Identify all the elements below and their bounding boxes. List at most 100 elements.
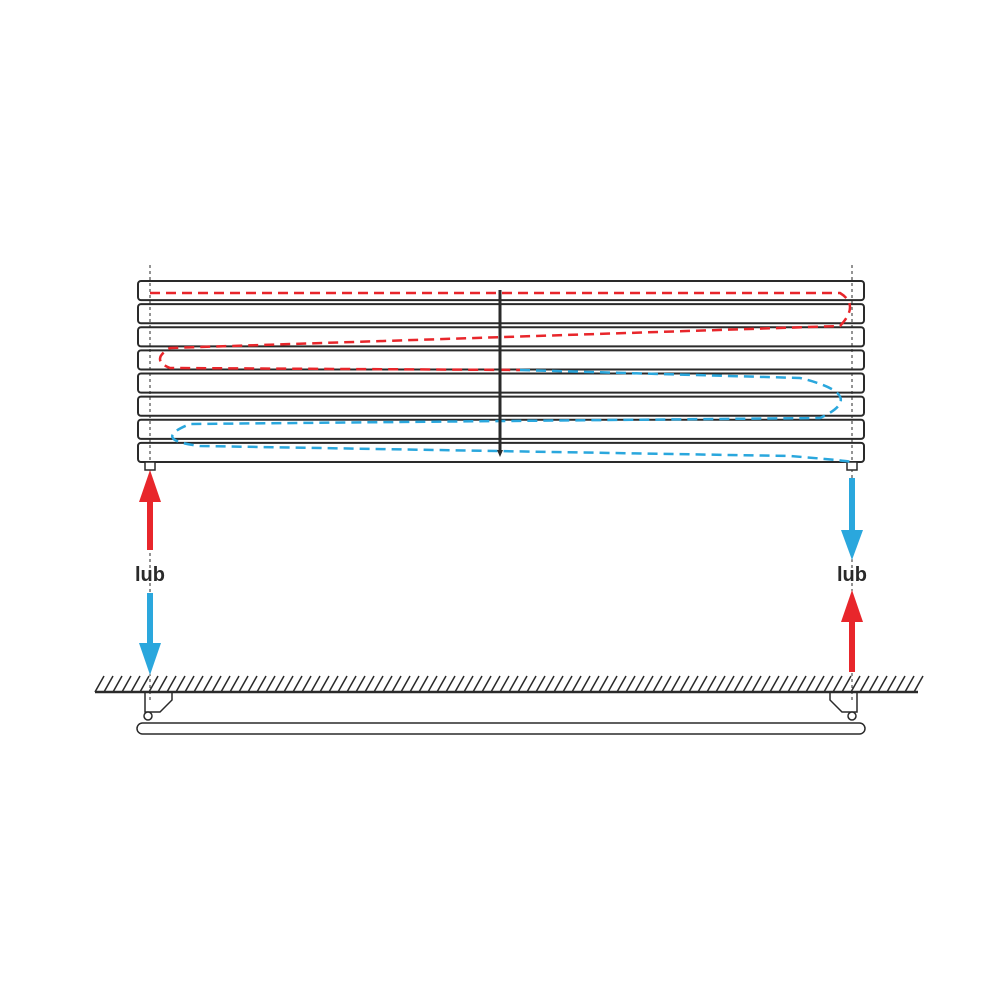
hatch-line <box>409 675 420 693</box>
hatch-line <box>895 675 906 693</box>
hatch-line <box>850 675 861 693</box>
hatch-line <box>328 675 339 693</box>
hatch-line <box>679 675 690 693</box>
hatch-line <box>616 675 627 693</box>
floor <box>94 675 924 694</box>
radiator-tubes <box>137 280 865 463</box>
hatch-line <box>166 675 177 693</box>
down-arrow-icon <box>841 530 863 560</box>
hatch-line <box>283 675 294 693</box>
hatch-line <box>319 675 330 693</box>
left-connector <box>144 461 156 471</box>
up-arrow-icon <box>841 590 863 622</box>
hatch-line <box>247 675 258 693</box>
hatch-line <box>472 675 483 693</box>
hatch-line <box>706 675 717 693</box>
hatch-line <box>220 675 231 693</box>
hatch-line <box>661 675 672 693</box>
hatch-line <box>535 675 546 693</box>
hatch-line <box>787 675 798 693</box>
hatch-line <box>148 675 159 693</box>
hatch-line <box>652 675 663 693</box>
hatch-line <box>553 675 564 693</box>
hatch-line <box>598 675 609 693</box>
hot-flow-path <box>150 291 852 372</box>
hatch-line <box>211 675 222 693</box>
hatch-line <box>355 675 366 693</box>
hatch-line <box>868 675 879 693</box>
hatch-line <box>841 675 852 693</box>
hatch-line <box>193 675 204 693</box>
hatch-line <box>499 675 510 693</box>
hatch-line <box>625 675 636 693</box>
hatch-line <box>463 675 474 693</box>
hatch-line <box>256 675 267 693</box>
hatch-line <box>769 675 780 693</box>
left-down-arrow <box>139 593 161 675</box>
hatch-line <box>265 675 276 693</box>
hatch-line <box>589 675 600 693</box>
right-lub-label: lub <box>837 564 867 586</box>
wall-bracket <box>136 692 866 735</box>
right-bolt-icon <box>847 711 857 721</box>
right-down-arrow <box>841 478 863 560</box>
hatch-line <box>544 675 555 693</box>
hatch-line <box>517 675 528 693</box>
hatch-line <box>175 675 186 693</box>
hatch-line <box>427 675 438 693</box>
hatch-line <box>373 675 384 693</box>
floor-hatching <box>94 675 924 693</box>
left-bolt-icon <box>143 711 153 721</box>
hatch-line <box>121 675 132 693</box>
hatch-line <box>634 675 645 693</box>
hatch-line <box>292 675 303 693</box>
hatch-line <box>715 675 726 693</box>
hatch-line <box>157 675 168 693</box>
hatch-line <box>229 675 240 693</box>
hatch-line <box>643 675 654 693</box>
hatch-line <box>904 675 915 693</box>
right-up-arrow <box>841 590 863 672</box>
hatch-line <box>400 675 411 693</box>
left-lub-label: lub <box>135 564 165 586</box>
hatch-line <box>580 675 591 693</box>
hatch-line <box>742 675 753 693</box>
hatch-line <box>436 675 447 693</box>
hatch-line <box>697 675 708 693</box>
right-connector <box>846 461 858 471</box>
hatch-line <box>202 675 213 693</box>
hatch-line <box>103 675 114 693</box>
down-arrow-icon <box>139 643 161 675</box>
hatch-line <box>562 675 573 693</box>
hatch-line <box>310 675 321 693</box>
hatch-line <box>301 675 312 693</box>
hatch-line <box>130 675 141 693</box>
hatch-line <box>760 675 771 693</box>
hatch-line <box>751 675 762 693</box>
hatch-line <box>274 675 285 693</box>
hatch-line <box>418 675 429 693</box>
hatch-line <box>607 675 618 693</box>
hatch-line <box>184 675 195 693</box>
hatch-line <box>796 675 807 693</box>
hatch-line <box>832 675 843 693</box>
hatch-line <box>670 675 681 693</box>
hatch-line <box>454 675 465 693</box>
hatch-line <box>877 675 888 693</box>
bottom-pipe <box>136 722 866 735</box>
hatch-line <box>778 675 789 693</box>
hatch-line <box>364 675 375 693</box>
hatch-line <box>859 675 870 693</box>
hatch-line <box>238 675 249 693</box>
hatch-line <box>571 675 582 693</box>
hatch-line <box>733 675 744 693</box>
hatch-line <box>688 675 699 693</box>
hatch-line <box>805 675 816 693</box>
hatch-line <box>445 675 456 693</box>
hatch-line <box>814 675 825 693</box>
hatch-line <box>481 675 492 693</box>
hatch-line <box>337 675 348 693</box>
hatch-line <box>823 675 834 693</box>
hatch-line <box>508 675 519 693</box>
